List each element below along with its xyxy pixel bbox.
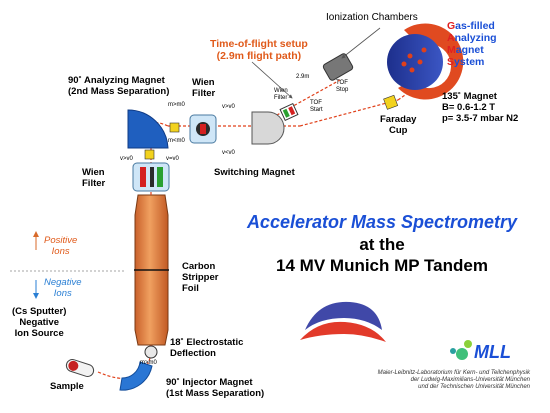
page-title: Accelerator Mass Spectrometry at the 14 … — [218, 212, 546, 276]
tof-stop-label: TOF Stop — [336, 80, 349, 93]
magnet-135-label: 135˚ Magnet B= 0.6-1.2 T p= 3.5-7 mbar N… — [442, 91, 519, 125]
tof-wien-label: Wien Filter — [274, 88, 288, 101]
magnet-135-line2: B= 0.6-1.2 T — [442, 101, 496, 113]
tof-wien-filter — [279, 102, 299, 122]
mll-dot-2 — [456, 348, 468, 360]
magnet-m: M — [447, 44, 456, 57]
gas-filled-magnet-label: Gas-filled Analyzing Magnet System — [447, 20, 497, 68]
gas-filled-rest: as-filled — [455, 20, 495, 32]
tof-start-label: TOF Start — [310, 100, 323, 113]
institution-text: Maier-Leibnitz-Laboratorium für Kern- un… — [300, 370, 530, 391]
tof-setup-line2: (2.9m flight path) — [216, 50, 302, 63]
injector-label: 90˚ Injector Magnet (1st Mass Separation… — [166, 377, 265, 400]
injector-line2: (1st Mass Separation) — [166, 387, 265, 399]
mll-lab-emblem — [300, 301, 386, 342]
mass-gt-label-bottom: m>m0 — [140, 360, 157, 366]
v-gt-label-top: v>v0 — [222, 104, 235, 110]
ionization-chambers-label: Ionization Chambers — [326, 12, 418, 23]
inst-line3: und der Technischen Universität München — [418, 383, 530, 390]
analyzing-rest: nalyzing — [454, 32, 497, 45]
gas-filled-g: G — [447, 20, 456, 32]
magnet-135-line1: 135˚ Magnet — [442, 91, 497, 102]
electrostatic-deflector — [144, 345, 158, 359]
inst-line1: Maier-Leibnitz-Laboratorium für Kern- un… — [377, 370, 530, 376]
magnet-135-line3: p= 3.5-7 mbar N2 — [442, 112, 519, 124]
tof-setup-line1: Time-of-flight setup — [210, 38, 308, 50]
title-line1: Accelerator Mass Spectrometry — [246, 212, 518, 232]
faraday-cup-label: Faraday Cup — [380, 114, 417, 136]
system-rest: ystem — [454, 56, 485, 69]
slit-box-2 — [144, 149, 155, 160]
mass-gt-label-top: m>m0 — [168, 102, 185, 108]
mll-dot-1 — [450, 348, 456, 354]
analyzing-line2: (2nd Mass Separation) — [68, 85, 170, 97]
positive-ions-label: Positive Ions — [44, 235, 78, 257]
tof-setup-arrow — [251, 61, 293, 99]
gas-filled-magnet-135 — [387, 23, 464, 100]
ion-source — [65, 359, 95, 377]
ionization-arrow — [341, 27, 381, 59]
title-line2: at the — [359, 234, 405, 254]
analyzing-magnet-90 — [127, 109, 169, 149]
v-lt-label-top: v<v0 — [222, 150, 235, 156]
mll-logo-text: MLL — [474, 342, 511, 362]
faraday-cup-box — [383, 94, 399, 110]
wien-filter-upper — [189, 114, 217, 144]
dist-label: 2.9m — [296, 74, 310, 80]
switching-magnet — [251, 111, 285, 145]
switching-magnet-label: Switching Magnet — [214, 167, 295, 178]
magnet-rest: agnet — [455, 44, 484, 57]
wien-filter-lower — [132, 162, 170, 192]
ion-source-label: (Cs Sputter) Negative Ion Source — [12, 306, 67, 339]
tof-setup-label: Time-of-flight setup (2.9m flight path) — [210, 38, 308, 62]
wien-filter-left-label: Wien Filter — [82, 167, 106, 189]
system-s: S — [447, 56, 455, 69]
injector-line1: 90˚ Injector Magnet — [166, 377, 253, 388]
analyzing-magnet-label: 90˚ Analyzing Magnet (2nd Mass Separatio… — [68, 75, 170, 98]
injector-magnet — [119, 361, 153, 391]
mll-dot-3 — [464, 340, 472, 348]
analyzing-a: A — [447, 32, 455, 45]
v-eq-label-left: v=v0 — [166, 156, 179, 162]
electrostatic-label: 18˚ Electrostatic Deflection — [170, 337, 244, 359]
negative-ions-label: Negative Ions — [44, 277, 82, 299]
wien-filter-top-label: Wien Filter — [192, 77, 216, 99]
v-gt-label-left: v>v0 — [120, 156, 133, 162]
title-line3: 14 MV Munich MP Tandem — [276, 256, 488, 276]
mass-lt-label-top: m<m0 — [168, 138, 185, 144]
analyzing-line1: 90˚ Analyzing Magnet — [68, 75, 165, 86]
slit-box-1 — [169, 122, 180, 133]
inst-line2: der Ludwig-Maximilians-Universität Münch… — [410, 376, 530, 383]
tof-stop-detector — [322, 53, 354, 81]
carbon-stripper-label: Carbon Stripper Foil — [182, 261, 219, 294]
sample-label: Sample — [50, 381, 84, 392]
